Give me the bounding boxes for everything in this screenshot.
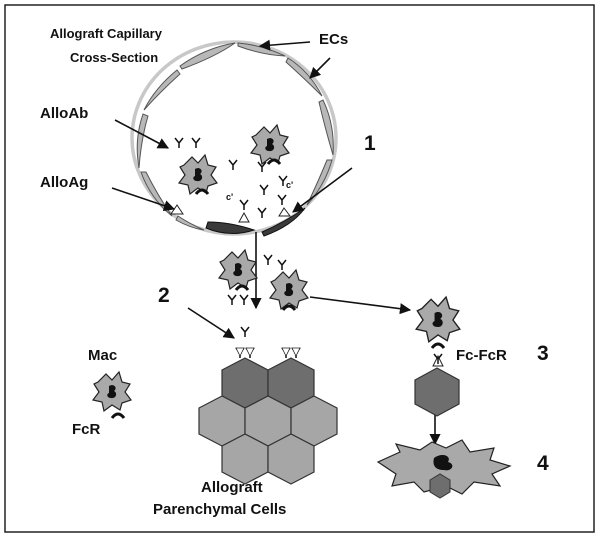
capillary-label-line1: Allograft Capillary bbox=[50, 26, 163, 41]
capillary-label-line2: Cross-Section bbox=[70, 50, 158, 65]
fc-receptor bbox=[110, 412, 126, 419]
bound-antibodies bbox=[235, 347, 301, 359]
endothelial-cell bbox=[140, 171, 173, 217]
step1-arrow bbox=[292, 167, 353, 213]
ecs-label: ECs bbox=[319, 31, 348, 48]
endothelial-cell bbox=[143, 69, 181, 111]
endothelial-cells bbox=[136, 42, 334, 231]
damaged-endothelial-cell bbox=[261, 207, 306, 237]
parenchymal-cell bbox=[267, 433, 315, 485]
engulfed-parenchymal-cell bbox=[429, 473, 451, 499]
step-number-3: 3 bbox=[537, 342, 549, 365]
fcr-label: FcR bbox=[72, 421, 101, 438]
macrophage-extravasating bbox=[218, 249, 258, 290]
macrophage-in-lumen bbox=[250, 124, 290, 165]
parenchymal-cells bbox=[198, 357, 338, 485]
endothelial-cell bbox=[175, 215, 205, 231]
endothelial-cell bbox=[136, 113, 149, 169]
macrophage-with-fcr bbox=[92, 371, 132, 412]
macrophage-in-lumen bbox=[178, 154, 218, 195]
fc-fcr-label: Fc-FcR bbox=[456, 347, 507, 364]
step-number-2: 2 bbox=[158, 284, 170, 307]
step-number-1: 1 bbox=[364, 132, 376, 155]
macrophage-nucleus bbox=[433, 455, 453, 471]
capillary-cross-section: c' c' bbox=[130, 40, 338, 237]
ecs-arrow-side bbox=[309, 57, 331, 79]
alloab-arrow bbox=[114, 119, 169, 149]
complement-label: c' bbox=[226, 192, 233, 202]
endothelial-cell bbox=[318, 99, 334, 156]
alloab-label: AlloAb bbox=[40, 105, 88, 122]
endothelial-cell bbox=[285, 57, 323, 97]
alloantigen-triangle bbox=[278, 207, 291, 217]
ecs-arrow-top bbox=[258, 39, 311, 51]
mac-label: Mac bbox=[88, 347, 117, 364]
macrophage-extravasating bbox=[269, 269, 309, 310]
alloag-arrow bbox=[111, 187, 176, 212]
step-number-4: 4 bbox=[537, 452, 549, 475]
alloantigen-triangle bbox=[170, 204, 184, 215]
alloantigens bbox=[170, 204, 291, 223]
pointer-arrows bbox=[111, 39, 441, 446]
macrophage-binding-cell bbox=[415, 296, 461, 343]
parenchymal-label-line1: Allograft bbox=[201, 479, 263, 496]
endothelial-cell bbox=[306, 159, 333, 206]
complement-label: c' bbox=[286, 180, 293, 190]
damaged-endothelial-cells bbox=[205, 207, 306, 237]
macrophage-migration-arrow bbox=[309, 296, 412, 315]
endothelial-cell bbox=[179, 42, 236, 70]
step2-arrow bbox=[187, 307, 235, 339]
alloantigen-triangle bbox=[238, 211, 250, 223]
alloag-label: AlloAg bbox=[40, 174, 88, 191]
targeted-parenchymal-cell bbox=[414, 367, 460, 417]
fc-receptor bbox=[430, 342, 446, 349]
damaged-endothelial-cell bbox=[205, 221, 256, 234]
figure-border bbox=[4, 4, 595, 533]
parenchymal-label-line2: Parenchymal Cells bbox=[153, 501, 286, 518]
